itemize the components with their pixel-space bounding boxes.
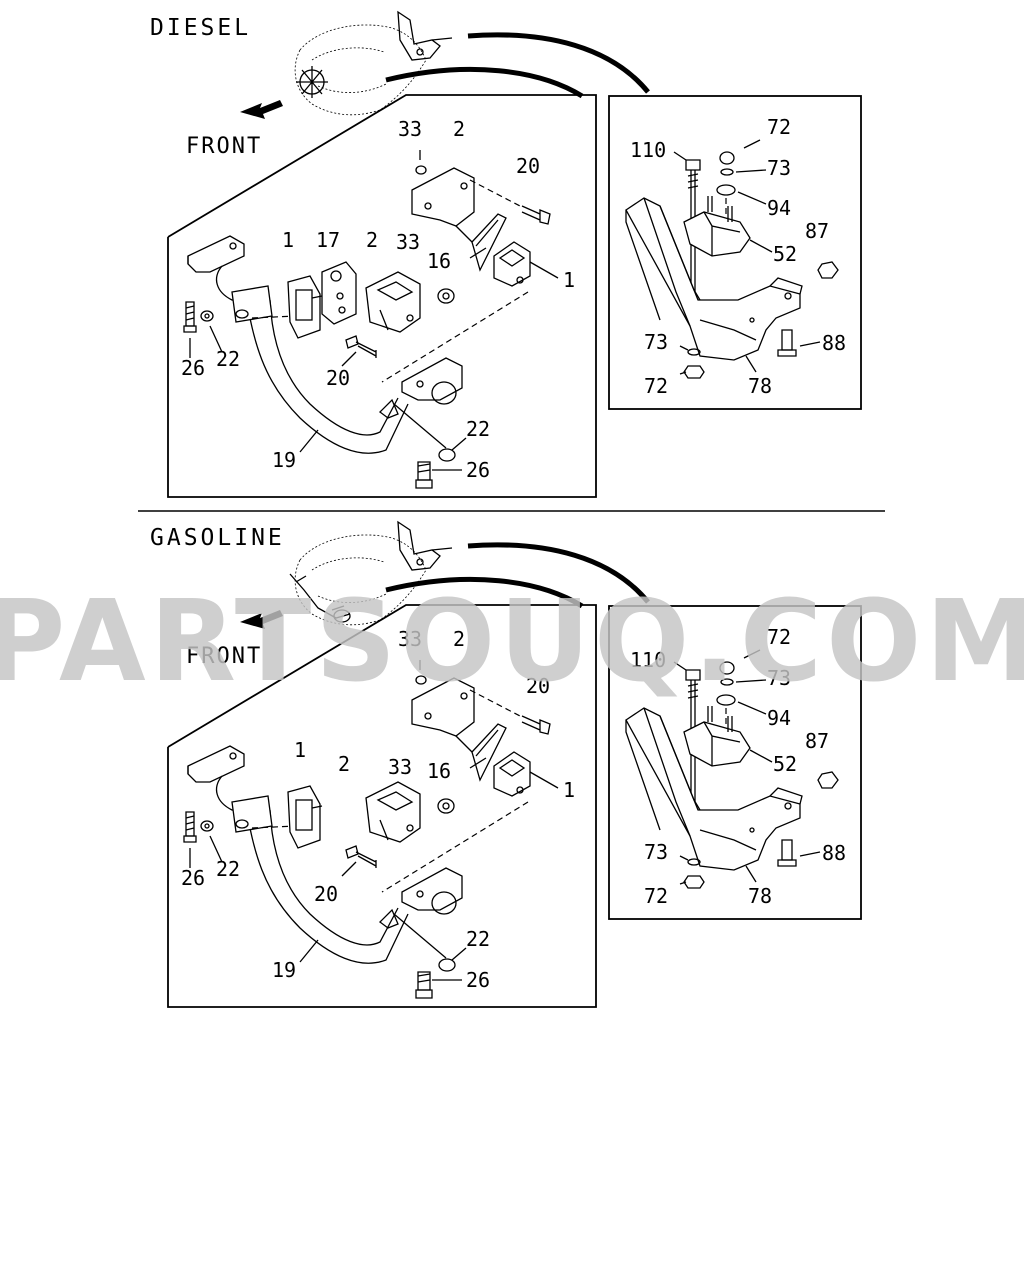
callout-33: 33 — [396, 230, 420, 254]
callout-94: 94 — [767, 706, 791, 730]
callout-19: 19 — [272, 958, 296, 982]
callout-87: 87 — [805, 219, 829, 243]
callout-78: 78 — [748, 884, 772, 908]
callout-110: 110 — [630, 138, 666, 162]
callout-72: 72 — [767, 625, 791, 649]
section-title: DIESEL — [150, 15, 251, 41]
callout-52: 52 — [773, 242, 797, 266]
callout-2: 2 — [338, 752, 350, 776]
callout-52: 52 — [773, 752, 797, 776]
callout-2: 2 — [453, 627, 465, 651]
callout-22: 22 — [216, 857, 240, 881]
fan-icon — [296, 66, 328, 98]
callout-72: 72 — [644, 884, 668, 908]
callout-26: 26 — [466, 458, 490, 482]
callout-22: 22 — [466, 417, 490, 441]
callout-2: 2 — [366, 228, 378, 252]
callout-73: 73 — [767, 156, 791, 180]
callout-1: 1 — [563, 778, 575, 802]
callout-22: 22 — [466, 927, 490, 951]
section-title: GASOLINE — [150, 525, 285, 551]
callout-78: 78 — [748, 374, 772, 398]
callout-73: 73 — [644, 840, 668, 864]
callout-33: 33 — [398, 627, 422, 651]
callout-22: 22 — [216, 347, 240, 371]
callout-19: 19 — [272, 448, 296, 472]
callout-1: 1 — [563, 268, 575, 292]
callout-26: 26 — [181, 356, 205, 380]
callout-16: 16 — [427, 759, 451, 783]
callout-16: 16 — [427, 249, 451, 273]
callout-1: 1 — [294, 738, 306, 762]
callout-87: 87 — [805, 729, 829, 753]
callout-33: 33 — [398, 117, 422, 141]
callout-26: 26 — [181, 866, 205, 890]
section-diesel: DIESEL FRONT 33 2 20 1 17 2 33 16 1 26 2… — [150, 12, 861, 497]
callout-33: 33 — [388, 755, 412, 779]
callout-110: 110 — [630, 648, 666, 672]
callout-2: 2 — [453, 117, 465, 141]
callout-72: 72 — [767, 115, 791, 139]
exhaust-pipe — [289, 573, 351, 619]
callout-20: 20 — [314, 882, 338, 906]
callout-20: 20 — [326, 366, 350, 390]
callout-20: 20 — [526, 674, 550, 698]
watermark: PARTSOUQ.COM — [0, 577, 1024, 707]
callout-17: 17 — [316, 228, 340, 252]
callout-88: 88 — [822, 331, 846, 355]
callout-94: 94 — [767, 196, 791, 220]
callout-73: 73 — [644, 330, 668, 354]
callout-88: 88 — [822, 841, 846, 865]
callout-72: 72 — [644, 374, 668, 398]
callout-73: 73 — [767, 666, 791, 690]
front-label: FRONT — [186, 134, 262, 159]
front-label: FRONT — [186, 644, 262, 669]
section-gasoline: GASOLINE FRONT 33 2 20 1 2 33 16 1 26 22… — [150, 522, 861, 1007]
callout-26: 26 — [466, 968, 490, 992]
callout-1: 1 — [282, 228, 294, 252]
callout-20: 20 — [516, 154, 540, 178]
